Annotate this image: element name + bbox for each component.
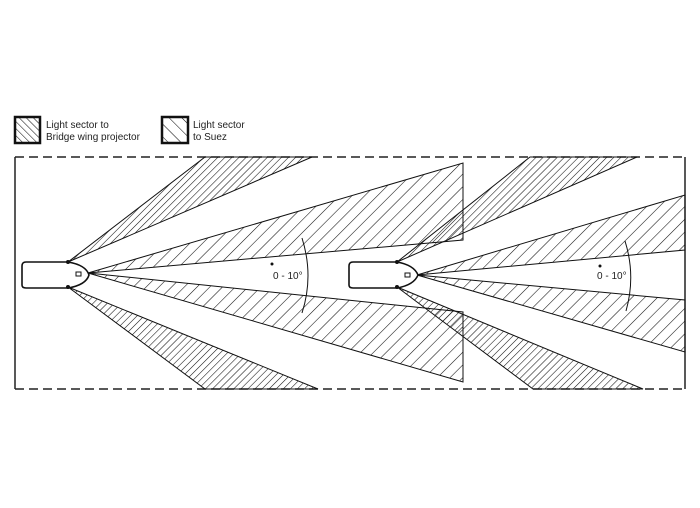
legend-item-suez: Light sector to Suez bbox=[160, 115, 245, 145]
suez-sector-upper bbox=[416, 194, 686, 276]
suez-sector-upper bbox=[87, 162, 464, 274]
bridge-wing-sector-upper bbox=[67, 156, 313, 263]
bridge-wing-projector-icon bbox=[395, 260, 399, 264]
bridge-wing-projector-icon bbox=[66, 260, 70, 264]
ship-hull bbox=[21, 261, 90, 289]
ship-2-sectors bbox=[396, 156, 686, 390]
bridge-wing-projector-icon bbox=[66, 285, 70, 289]
angle-label: 0 - 10° bbox=[597, 271, 627, 282]
legend-label-line1: Light sector bbox=[193, 120, 245, 131]
angle-label: 0 - 10° bbox=[273, 271, 303, 282]
suez-projector-icon bbox=[404, 272, 411, 278]
ship-1: 0 - 10° bbox=[21, 237, 309, 314]
reference-point bbox=[598, 264, 602, 268]
suez-sector-lower bbox=[416, 274, 686, 353]
bridge-wing-sector-lower bbox=[67, 286, 319, 390]
legend-label-line1: Light sector to bbox=[46, 120, 109, 131]
angle-arc bbox=[301, 237, 309, 314]
legend-label-line2: to Suez bbox=[193, 132, 227, 143]
legend-item-bridge-wing: Light sector to Bridge wing projector bbox=[13, 115, 141, 145]
sparse-hatch-swatch bbox=[160, 115, 190, 145]
suez-sector-lower bbox=[87, 272, 464, 383]
ship-2: 0 - 10° bbox=[348, 240, 632, 312]
suez-projector-icon bbox=[75, 271, 82, 277]
ship-hull bbox=[348, 261, 419, 289]
bridge-wing-sector-upper bbox=[396, 156, 638, 263]
legend-label-line2: Bridge wing projector bbox=[46, 132, 141, 143]
bridge-wing-sector-lower bbox=[396, 286, 644, 390]
angle-arc bbox=[624, 240, 632, 312]
bridge-wing-projector-icon bbox=[395, 285, 399, 289]
reference-point bbox=[270, 262, 274, 266]
dense-hatch-swatch bbox=[13, 115, 42, 145]
ship-1-sectors bbox=[67, 156, 464, 390]
legend: Light sector to Bridge wing projector Li… bbox=[13, 115, 245, 145]
